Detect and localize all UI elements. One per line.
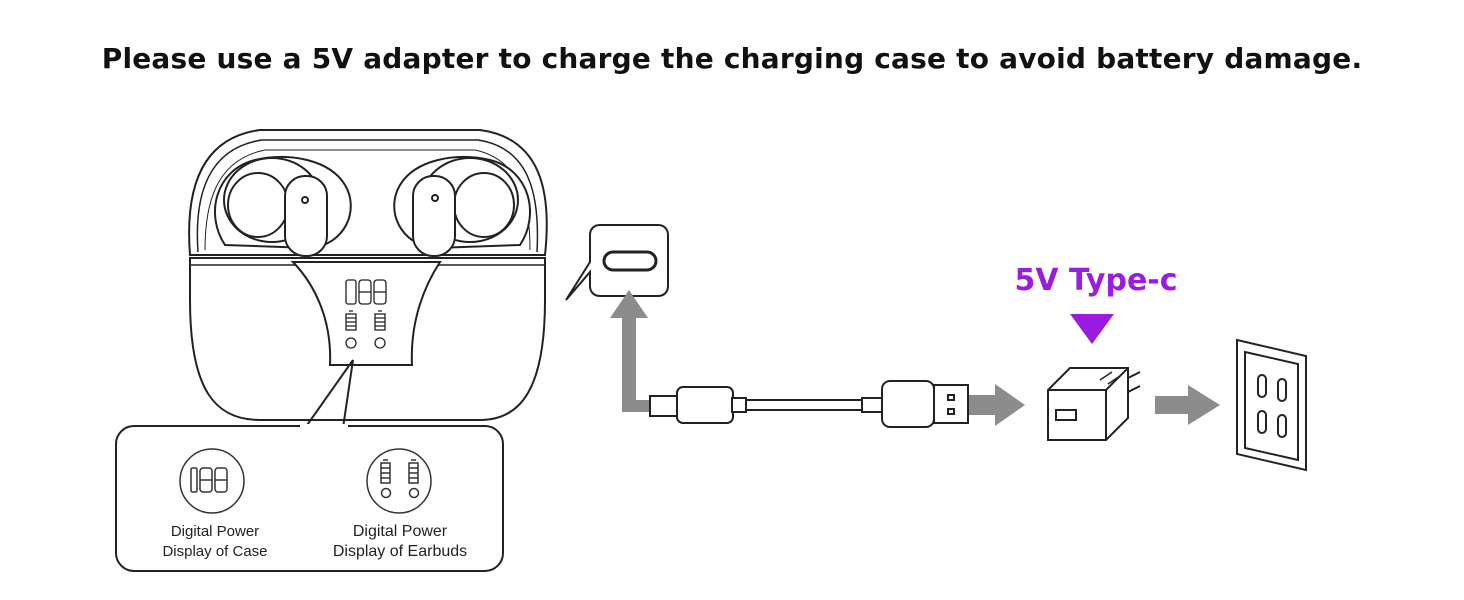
earbud-icon <box>412 157 519 257</box>
usb-cable-icon <box>649 380 969 428</box>
arrow-icon <box>610 290 1220 426</box>
power-adapter-icon <box>1047 367 1141 441</box>
adapter-label: 5V Type-c <box>1014 263 1177 298</box>
case-display-icon <box>179 448 245 514</box>
display-callout: Digital Power Display of Case Digital Po… <box>115 359 504 572</box>
case-display-label-line2: Display of Case <box>162 543 267 560</box>
earbuds-display-icon <box>366 448 432 514</box>
headline: Please use a 5V adapter to charge the ch… <box>101 42 1363 75</box>
earbuds-display-label-line2: Display of Earbuds <box>333 543 467 560</box>
wall-outlet-icon <box>1236 338 1307 472</box>
earbuds-display-label-line1: Digital Power <box>353 523 448 540</box>
pointer-triangle-icon <box>1070 314 1114 344</box>
usb-c-port-icon <box>565 224 669 301</box>
charging-case-icon <box>188 129 548 421</box>
earbud-icon <box>223 157 328 257</box>
case-display-label-line1: Digital Power <box>171 523 259 540</box>
